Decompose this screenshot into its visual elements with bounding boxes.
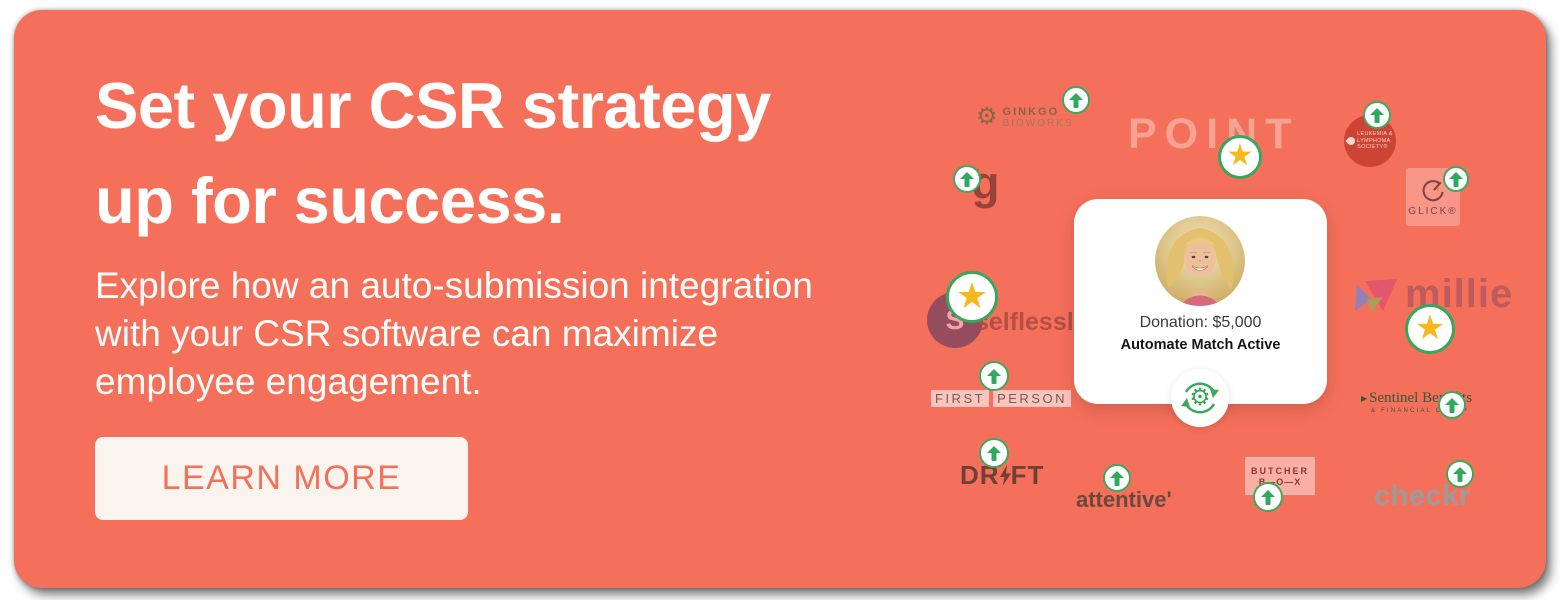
logo-glick: GLICK® [1406,168,1460,226]
sentinel-triangle-icon: ▶ [1361,394,1368,403]
learn-more-button[interactable]: LEARN MORE [95,437,468,520]
body-line-3: employee engagement. [95,361,482,402]
logo-point: POINT [1128,110,1300,158]
match-arrow-badge-g [953,165,981,193]
butcherbox-line1: BUTCHER [1251,465,1309,476]
learn-more-label: LEARN MORE [161,459,402,497]
match-arrow-badge-sentinel [1438,391,1466,419]
body-line-2: with your CSR software can maximize [95,313,719,354]
lls-line3: SOCIETY® [1357,144,1388,151]
lls-line1: LEUKEMIA & [1357,131,1393,138]
up-arrow-icon [987,369,1001,384]
glick-text: GLICK® [1408,205,1458,217]
match-arrow-badge-first-person [979,361,1009,391]
headline-line-1: Set your CSR strategy [95,69,771,142]
donor-avatar [1155,216,1245,306]
match-arrow-badge-glick [1443,166,1469,192]
automation-gear-badge: ⚙ [1171,369,1229,427]
millie-triangles-icon [1355,278,1397,312]
ginkgo-text-line2: BIOWORKS [1002,117,1074,129]
banner-body-text: Explore how an auto-submission integrati… [95,262,813,406]
logo-first-person: FIRST PERSON [931,390,1071,407]
drift-text-post: FT [1010,460,1045,490]
donation-amount: Donation: $5,000 [1139,314,1262,331]
logo-ginkgo-bioworks: ⚙ GINKGO BIOWORKS [976,105,1074,129]
lls-droplet-icon [1345,135,1357,147]
ginkgo-text-line1: GINKGO [1002,105,1060,118]
ginkgo-gear-icon: ⚙ [976,103,998,130]
logo-millie: millie [1353,272,1513,317]
body-line-1: Explore how an auto-submission integrati… [95,265,813,306]
match-arrow-badge-lls [1363,101,1391,129]
butcherbox-line2: B—O—X [1258,476,1302,487]
star-badge-millie: ★ [1405,304,1455,354]
up-arrow-icon [1449,172,1463,187]
match-status: Automate Match Active [1120,337,1281,353]
up-arrow-icon [960,172,974,187]
match-arrow-badge-butcherbox [1253,482,1283,512]
lls-line2: LYMPHOMA [1357,137,1391,144]
headline-line-2: up for success. [95,164,565,237]
gear-icon: ⚙ [1189,384,1211,411]
up-arrow-icon [1453,467,1467,482]
up-arrow-icon [1069,93,1083,108]
first-person-word1: FIRST [931,390,990,407]
match-arrow-badge-checkr [1446,460,1474,488]
sync-arrows-icon [1181,382,1219,414]
star-icon: ★ [1226,138,1254,172]
star-icon: ★ [1414,308,1446,347]
match-arrow-badge-drift [979,438,1009,468]
match-arrow-badge-ginkgo [1062,86,1090,114]
logo-attentive: attentive' [1076,487,1172,512]
csr-promo-banner: Set your CSR strategy up for success. Ex… [14,10,1546,588]
up-arrow-icon [1370,108,1384,123]
up-arrow-icon [1261,490,1275,505]
glick-g-mark-icon [1422,179,1444,201]
donation-match-card: Donation: $5,000 Automate Match Active ⚙ [1074,199,1327,427]
up-arrow-icon [987,446,1001,461]
up-arrow-icon [1110,471,1124,486]
up-arrow-icon [1445,398,1459,413]
lightning-bolt-icon [999,465,1011,486]
star-badge-selflessly: ★ [946,271,998,323]
sentinel-subtitle: & FINANCIAL GROUP [1371,408,1469,414]
star-badge-point: ★ [1218,135,1262,179]
match-arrow-badge-attentive [1103,464,1131,492]
star-icon: ★ [955,274,989,316]
first-person-word2: PERSON [993,390,1071,407]
donor-photo-illustration [1155,216,1245,306]
banner-headline: Set your CSR strategy up for success. [95,58,771,248]
